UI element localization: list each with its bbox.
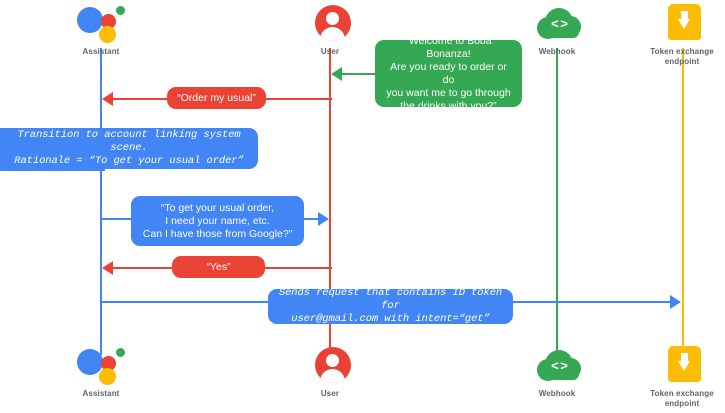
- bubble-consent-request: “To get your usual order, I need your na…: [131, 196, 304, 246]
- actor-label-user: User: [320, 47, 340, 56]
- cloud-shape: < >: [537, 8, 581, 39]
- bubble-token-request-line-1: Sends request that contains ID token for: [278, 287, 503, 312]
- google-assistant-icon: [75, 344, 127, 386]
- bubble-consent-request-line-3: Can I have those from Google?”: [142, 227, 293, 240]
- bubble-yes-text: “Yes”: [206, 260, 231, 273]
- cloud-shape: < >: [537, 350, 581, 381]
- user-avatar-head: [326, 12, 339, 25]
- actor-label-webhook: Webhook: [538, 47, 576, 56]
- bubble-welcome-line-4: the drinks with you?”: [400, 99, 497, 112]
- bubble-welcome-line-3: you want me to go through: [386, 86, 511, 99]
- actor-label-webhook: Webhook: [538, 389, 576, 398]
- bubble-yes: “Yes”: [172, 256, 265, 278]
- arrow-stem: [681, 353, 688, 363]
- google-assistant-icon: [75, 2, 127, 44]
- actor-label-token-endpoint-line2: endpoint: [664, 399, 700, 408]
- user-avatar-icon: [304, 344, 356, 386]
- actor-webhook-bottom: < > Webhook: [497, 344, 617, 399]
- bubble-consent-request-line-1: “To get your usual order,: [160, 201, 275, 214]
- actor-label-assistant: Assistant: [82, 389, 120, 398]
- bubble-transition-note-line-2: Rationale = “To get your usual order”: [14, 155, 244, 167]
- cloud-code-icon: < >: [531, 344, 583, 386]
- user-avatar-clip: [315, 347, 351, 383]
- actor-label-token-endpoint-line1: Token exchange: [650, 389, 714, 398]
- actor-label-assistant: Assistant: [82, 47, 120, 56]
- connector-order-usual-arrowhead: [102, 92, 113, 106]
- connector-yes-arrowhead: [102, 261, 113, 275]
- actor-label-token-endpoint-line2: endpoint: [664, 57, 700, 66]
- assistant-dot-green: [116, 6, 125, 15]
- actor-assistant-top: Assistant: [41, 2, 161, 57]
- bubble-welcome-line-2: Are you ready to order or do: [390, 60, 507, 86]
- assistant-dot-yellow: [99, 368, 116, 385]
- user-avatar-clip: [315, 5, 351, 41]
- assistant-dot-blue: [77, 349, 103, 375]
- assistant-dot-red: [101, 356, 116, 371]
- code-brackets-glyph: < >: [551, 16, 568, 31]
- bubble-order-my-usual-text: “Order my usual”: [177, 91, 256, 104]
- user-avatar-icon: [304, 2, 356, 44]
- actor-user-top: User: [270, 2, 390, 57]
- bubble-token-request: Sends request that contains ID token for…: [268, 287, 513, 325]
- arrow-head: [678, 19, 690, 29]
- bubble-welcome-message: “Welcome to Boba Bonanza! Are you ready …: [375, 35, 522, 112]
- download-box-icon: [656, 344, 708, 386]
- user-avatar-head: [326, 354, 339, 367]
- code-brackets-glyph: < >: [551, 358, 568, 373]
- assistant-dot-blue: [77, 7, 103, 33]
- assistant-dot-yellow: [99, 26, 116, 43]
- cloud-base: [539, 368, 579, 380]
- bubble-welcome-line-1: “Welcome to Boba Bonanza!: [405, 34, 492, 60]
- lifeline-token-endpoint: [682, 48, 684, 355]
- download-arrow-shape: [678, 353, 690, 375]
- actor-webhook-top: < > Webhook: [497, 2, 617, 57]
- bubble-order-my-usual: “Order my usual”: [167, 87, 266, 109]
- connector-welcome-arrowhead: [331, 67, 342, 81]
- assistant-dot-green: [116, 348, 125, 357]
- connector-welcome-source: [556, 73, 558, 75]
- connector-welcome-line: [333, 73, 383, 75]
- actor-label-user: User: [320, 389, 340, 398]
- user-avatar-body: [320, 27, 345, 41]
- bubble-consent-request-line-2: I need your name, etc.: [165, 214, 270, 227]
- actor-token-endpoint-top: Token exchange endpoint: [622, 2, 725, 67]
- arrow-stem: [681, 11, 688, 21]
- lifeline-assistant: [100, 48, 102, 355]
- connector-consent-request-arrowhead: [318, 212, 329, 226]
- cloud-code-icon: < >: [531, 2, 583, 44]
- cloud-base: [539, 26, 579, 38]
- download-box-icon: [656, 2, 708, 44]
- connector-token-request-arrowhead: [670, 295, 681, 309]
- actor-label-token-endpoint-line1: Token exchange: [650, 47, 714, 56]
- user-avatar-body: [320, 369, 345, 383]
- bubble-transition-note-line-1: Transition to account linking system sce…: [17, 129, 241, 154]
- actor-token-endpoint-bottom: Token exchange endpoint: [622, 344, 725, 409]
- actor-assistant-bottom: Assistant: [41, 344, 161, 399]
- lifeline-user: [329, 48, 331, 355]
- bubble-token-request-line-2: user@gmail.com with intent=“get”: [291, 313, 490, 325]
- actor-user-bottom: User: [270, 344, 390, 399]
- connector-transition-note-line: [0, 169, 105, 171]
- lifeline-webhook: [556, 48, 558, 355]
- bubble-transition-note: Transition to account linking system sce…: [0, 128, 258, 169]
- download-arrow-shape: [678, 11, 690, 33]
- arrow-head: [678, 361, 690, 371]
- assistant-dot-red: [101, 14, 116, 29]
